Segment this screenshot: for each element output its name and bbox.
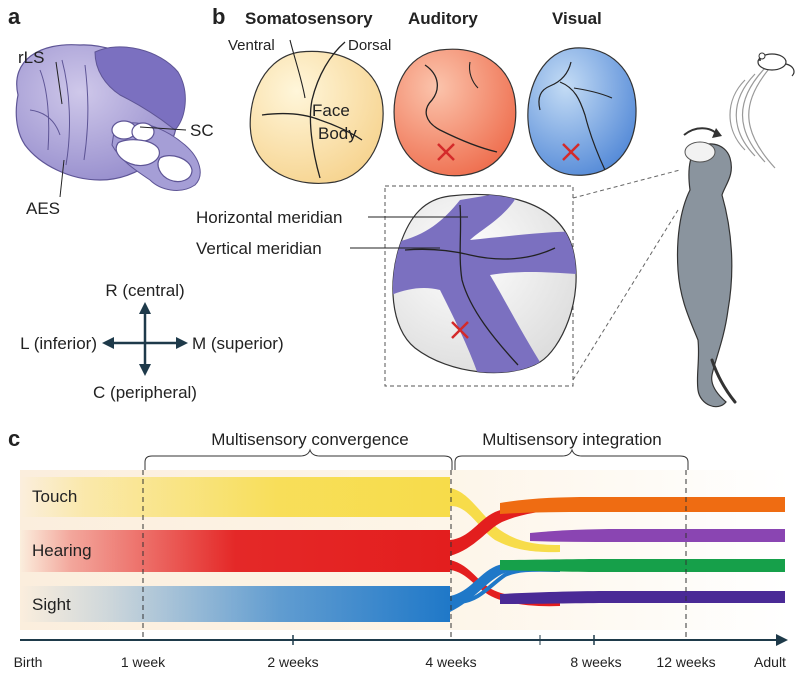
tick-2-weeks: 2 weeks xyxy=(267,654,318,670)
sight-band xyxy=(20,586,450,622)
visual-map xyxy=(527,47,637,176)
time-markers xyxy=(142,470,687,640)
tick-birth: Birth xyxy=(14,654,43,670)
vertical-meridian-label: Vertical meridian xyxy=(196,239,322,258)
tick-adult: Adult xyxy=(754,654,786,670)
panel-a-letter: a xyxy=(8,4,21,29)
timeline-axis xyxy=(20,634,788,646)
hearing-band xyxy=(20,530,450,572)
panel-c-letter: c xyxy=(8,426,20,451)
touch-band xyxy=(20,477,450,517)
cerebrum-top xyxy=(94,46,186,131)
rls-leader xyxy=(55,61,63,105)
face-label: Face xyxy=(312,101,350,120)
compass-r-label: R (central) xyxy=(105,281,184,300)
compass-m-label: M (superior) xyxy=(192,334,284,353)
compass-c-label: C (peripheral) xyxy=(93,383,197,402)
row-label-touch: Touch xyxy=(32,487,77,506)
integration-bracket xyxy=(454,448,689,470)
ventral-label: Ventral xyxy=(228,37,275,54)
tick-12-weeks: 12 weeks xyxy=(656,654,715,670)
multisensory-map: Horizontal meridian Vertical meridian xyxy=(196,169,681,387)
brain-illustration: rLS SC AES xyxy=(15,44,214,218)
somatosensory-title: Somatosensory xyxy=(245,9,373,28)
integration-label: Multisensory integration xyxy=(482,430,662,449)
convergence-label: Multisensory convergence xyxy=(211,430,408,449)
rls-label: rLS xyxy=(18,48,44,67)
panel-b-letter: b xyxy=(212,4,225,29)
multisensory-x-mark xyxy=(451,321,469,339)
dorsal-label: Dorsal xyxy=(348,37,391,54)
auditory-title: Auditory xyxy=(408,9,478,28)
tick-8-weeks: 8 weeks xyxy=(570,654,621,670)
sc-leader xyxy=(139,126,187,131)
sc-label: SC xyxy=(190,121,214,140)
tick-1-week: 1 week xyxy=(121,654,166,670)
sulci xyxy=(29,59,89,166)
body-label: Body xyxy=(318,124,357,143)
auditory-x-mark xyxy=(437,143,455,161)
horizontal-meridian-label: Horizontal meridian xyxy=(196,208,342,227)
tick-4-weeks: 4 weeks xyxy=(425,654,476,670)
somatosensory-map: Ventral Dorsal Face Body xyxy=(228,37,391,184)
row-label-sight: Sight xyxy=(32,595,71,614)
aes-label: AES xyxy=(26,199,60,218)
sound-waves xyxy=(729,61,776,169)
visual-title: Visual xyxy=(552,9,602,28)
convergence-bracket xyxy=(144,448,453,470)
timeline-labels: Birth 1 week 2 weeks 4 weeks 8 weeks 12 … xyxy=(14,654,786,670)
compass-l-label: L (inferior) xyxy=(20,334,97,353)
visual-x-mark xyxy=(562,143,580,161)
orientation-compass: R (central) L (inferior) M (superior) C … xyxy=(20,281,283,402)
aes-leader xyxy=(59,159,65,198)
mouse-icon xyxy=(757,52,795,77)
merged-region xyxy=(392,194,577,373)
row-label-hearing: Hearing xyxy=(32,541,92,560)
output-bands xyxy=(500,497,785,604)
cat-illustration xyxy=(676,52,795,408)
auditory-map xyxy=(393,48,517,177)
